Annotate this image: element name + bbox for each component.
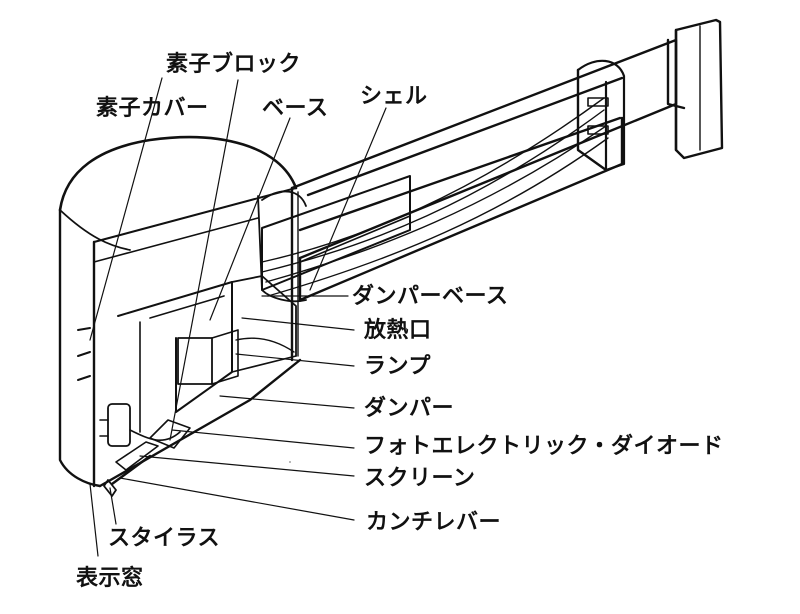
label-cantilever: カンチレバー [366, 510, 502, 535]
element-cover [58, 135, 302, 488]
label-base: ベース [262, 96, 329, 121]
inner-parts [77, 327, 191, 471]
label-shell: シェル [360, 84, 428, 109]
leader-lines [89, 77, 387, 557]
label-element-block: 素子ブロック [166, 52, 302, 77]
headshell-rear [576, 59, 626, 172]
shell-collar [257, 186, 307, 362]
label-screen: スクリーン [364, 466, 476, 491]
cantilever-stylus [103, 454, 152, 497]
shell-tube [261, 38, 678, 302]
label-damper: ダンパー [364, 396, 455, 421]
label-element-cover: 素子カバー [96, 96, 209, 121]
label-photo-diode: フォトエレクトリック・ダイオード [364, 434, 724, 459]
label-stylus: スタイラス [108, 526, 221, 551]
element-block [117, 275, 297, 433]
finger-lift [666, 18, 724, 160]
label-damper-base: ダンパーベース [352, 284, 509, 309]
label-lamp: ランプ [364, 354, 431, 379]
label-heat-vent: 放熱口 [364, 318, 432, 343]
label-display-window: 表示窓 [76, 566, 144, 591]
